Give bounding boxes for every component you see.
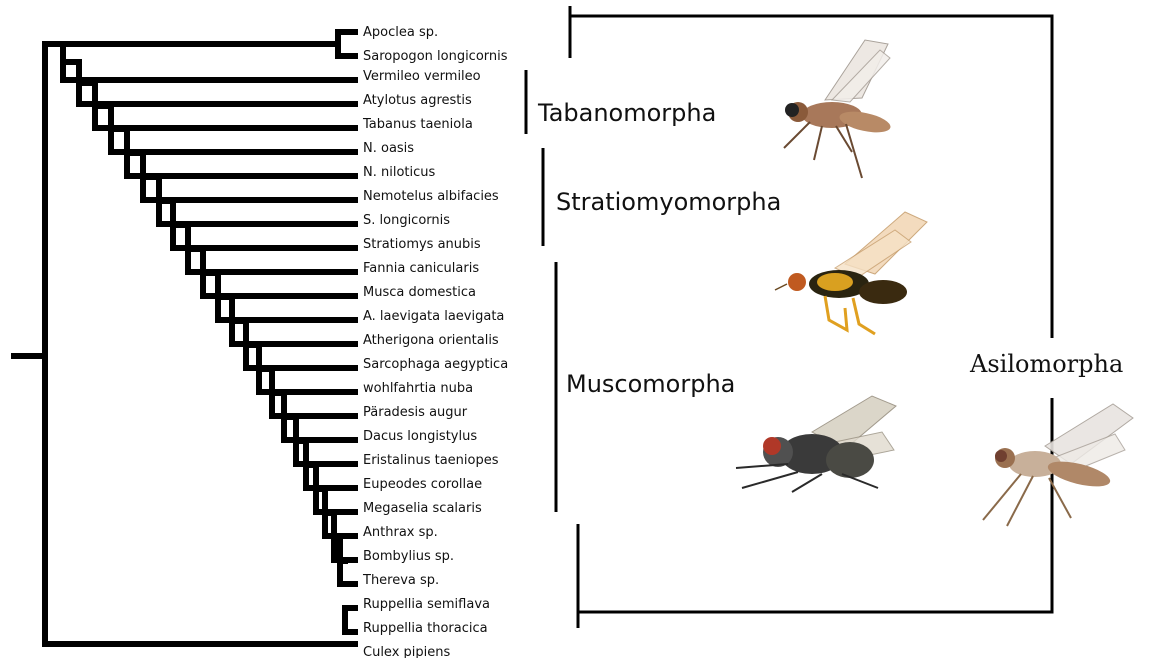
- group-label-muscomorpha: Muscomorpha: [566, 370, 735, 398]
- taxon-label: Anthrax sp.: [363, 525, 438, 540]
- fly-photo-tabanomorpha: [784, 40, 892, 178]
- taxon-label: Päradesis augur: [363, 405, 468, 420]
- fly-photo-stratiomyomorpha: [775, 212, 927, 334]
- fly-photo-asilomorpha: [983, 404, 1133, 526]
- taxon-label: Stratiomys anubis: [363, 237, 481, 252]
- group-label-tabanomorpha: Tabanomorpha: [537, 99, 716, 127]
- taxon-label: Atherigona orientalis: [363, 333, 499, 348]
- taxon-label: Thereva sp.: [362, 573, 439, 588]
- group-label-stratiomyomorpha: Stratiomyomorpha: [556, 188, 781, 216]
- taxon-label: S. longicornis: [363, 213, 450, 228]
- taxon-label: Ruppellia semiflava: [363, 597, 490, 612]
- taxon-label: N. niloticus: [363, 165, 436, 180]
- taxon-label: Eupeodes corollae: [363, 477, 482, 492]
- taxon-label: Musca domestica: [363, 285, 476, 300]
- taxon-label: Saropogon longicornis: [363, 49, 508, 64]
- taxon-label: Sarcophaga aegyptica: [363, 357, 508, 372]
- taxon-label: Ruppellia thoracica: [363, 621, 488, 636]
- fly-photo-muscomorpha: [736, 396, 896, 492]
- taxon-label: Eristalinus taeniopes: [363, 453, 499, 468]
- taxon-label: N. oasis: [363, 141, 414, 156]
- taxon-labels: Apoclea sp. Saropogon longicornis Vermil…: [362, 25, 508, 658]
- taxon-label: Megaselia scalaris: [363, 501, 482, 516]
- group-label-asilomorpha: Asilomorpha: [969, 350, 1123, 378]
- cladogram-branches: [14, 32, 355, 644]
- taxon-label: wohlfahrtia nuba: [363, 381, 473, 396]
- group-labels: Tabanomorpha Stratiomyomorpha Muscomorph…: [537, 99, 1123, 398]
- taxon-label: Vermileo vermileo: [363, 69, 481, 84]
- taxon-label: Nemotelus albifacies: [363, 189, 499, 204]
- comb-nodes: [63, 44, 355, 632]
- taxon-label: Apoclea sp.: [363, 25, 438, 40]
- taxon-label: Fannia canicularis: [363, 261, 479, 276]
- taxon-label: Culex pipiens: [363, 645, 450, 658]
- taxon-label: Tabanus taeniola: [362, 117, 473, 132]
- taxon-label: A. laevigata laevigata: [363, 309, 504, 324]
- taxon-label: Bombylius sp.: [363, 549, 454, 564]
- taxon-label: Atylotus agrestis: [363, 93, 472, 108]
- taxon-label: Dacus longistylus: [363, 429, 477, 444]
